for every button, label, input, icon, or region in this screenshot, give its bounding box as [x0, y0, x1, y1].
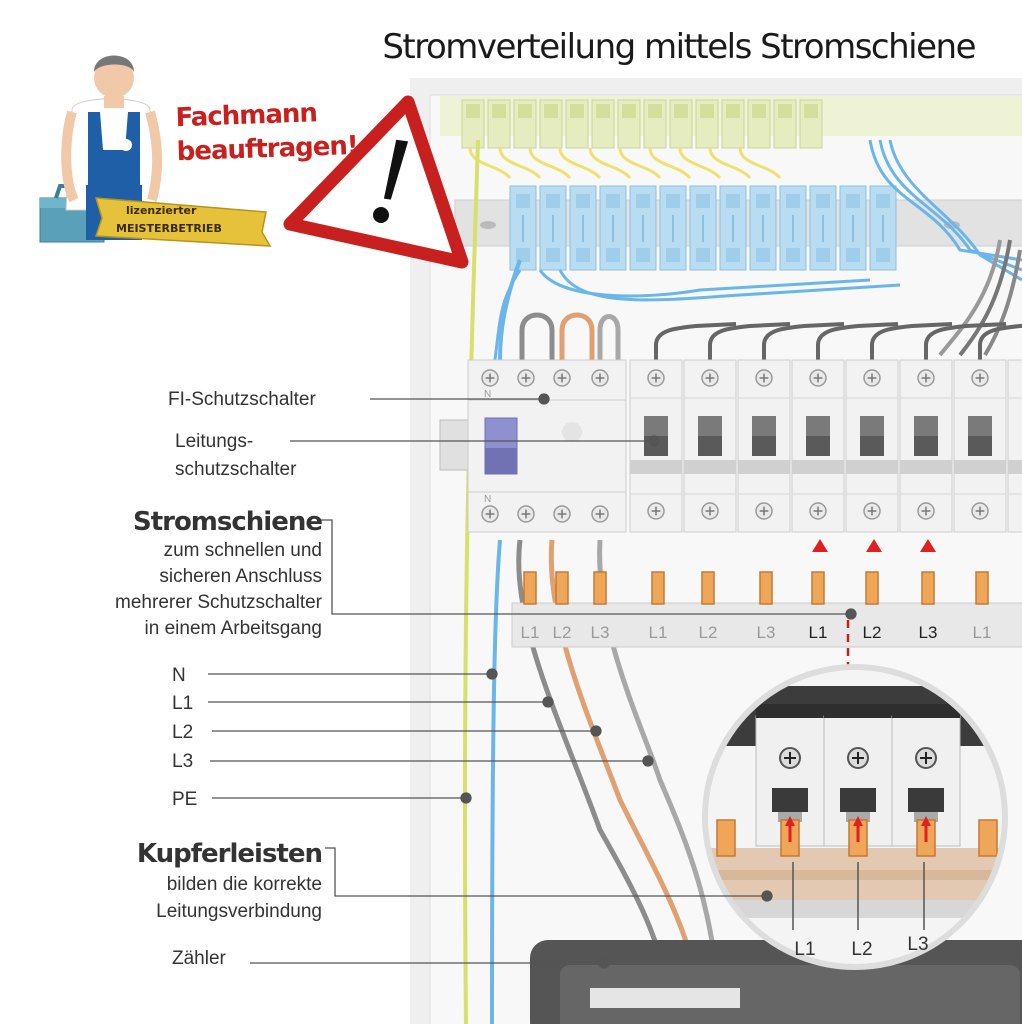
zoom-phase-label: L3 [907, 934, 928, 955]
labels: FI-Schutzschalter Leitungs- schutzschalt… [115, 389, 323, 969]
warning-line1: Fachmann [175, 98, 317, 133]
meisterbetrieb-badge: lizenzierter MEISTERBETRIEB [94, 197, 272, 247]
phase-markers [812, 539, 936, 552]
label-zaehler: Zähler [172, 948, 227, 969]
label-stromschiene-line1: zum schnellen und [164, 540, 322, 561]
busbar-label: L2 [699, 623, 718, 642]
label-n: N [172, 665, 186, 686]
fi-letter-top: N [484, 389, 491, 400]
electrician-illustration [39, 55, 163, 243]
busbar-label: L3 [919, 623, 938, 642]
zoom-phase-label: L1 [794, 939, 815, 960]
label-kupferleisten-line1: bilden die korrekte [167, 874, 322, 895]
busbar-label: L1 [649, 623, 668, 642]
meter-housing [530, 940, 1022, 1024]
label-l1: L1 [172, 693, 193, 714]
label-kupferleisten-heading: Kupferleisten [137, 839, 322, 869]
fi-letter-bottom: N [484, 494, 491, 505]
warning-sign [283, 95, 469, 269]
fi-wire-loops [519, 312, 621, 365]
breaker-wires [654, 322, 1022, 365]
busbar-label: L2 [863, 623, 882, 642]
terminal-block [509, 185, 897, 271]
warning-text: Fachmann beauftragen! [175, 98, 358, 167]
busbar-label: L1 [521, 623, 540, 642]
label-schutzschalter: schutzschalter [175, 459, 297, 480]
label-stromschiene-heading: Stromschiene [133, 507, 322, 537]
busbar-label: L3 [757, 623, 776, 642]
label-pe: PE [172, 789, 197, 810]
terminal-strip [440, 96, 1022, 180]
badge-line2: MEISTERBETRIEB [116, 222, 222, 235]
label-fi-schutzschalter: FI-Schutzschalter [168, 389, 316, 410]
label-l3: L3 [172, 751, 193, 772]
label-stromschiene-line4: in einem Arbeitsgang [145, 618, 322, 639]
label-kupferleisten-line2: Leitungsverbindung [156, 901, 322, 922]
busbar: L1 L2 L3 L1 L2 L3 L1 L2 L3 L1 [511, 571, 1022, 648]
label-leitungs: Leitungs- [175, 431, 253, 452]
label-stromschiene-line3: mehrerer Schutzschalter [115, 592, 323, 613]
zoom-phase-label: L2 [851, 939, 872, 960]
wire-bundle [493, 139, 1022, 361]
fi-breaker: N N [439, 359, 627, 533]
busbar-label: L3 [591, 623, 610, 642]
badge-line1: lizenzierter [126, 204, 197, 217]
busbar-label: L1 [973, 623, 992, 642]
leader-lines [208, 393, 857, 969]
busbar-label: L1 [809, 623, 828, 642]
label-stromschiene-line2: sicheren Anschluss [159, 566, 322, 587]
circuit-breakers [629, 359, 1022, 533]
busbar-label: L2 [553, 623, 572, 642]
diagram-title: Stromverteilung mittels Stromschiene [382, 27, 975, 67]
warning-line2: beauftragen! [176, 131, 358, 167]
label-l2: L2 [172, 722, 193, 743]
